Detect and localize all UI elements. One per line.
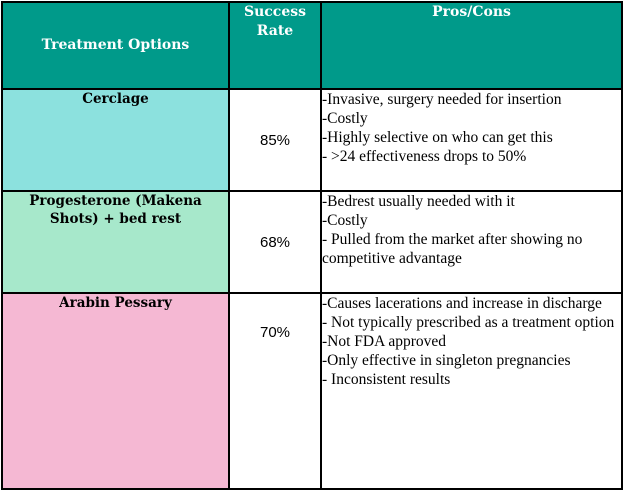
- option-cerclage: Cerclage: [1, 88, 230, 192]
- option-progesterone: Progesterone (Makena Shots) + bed rest: [1, 190, 230, 294]
- header-success-rate: Success Rate: [228, 1, 322, 90]
- pros-cons-item: -Invasive, surgery needed for insertion: [322, 91, 562, 108]
- success-rate-cell: 85%: [228, 88, 322, 192]
- pros-cons-item: - Not typically prescribed as a treatmen…: [322, 314, 615, 331]
- pros-cons-item: -Causes lacerations and increase in disc…: [322, 295, 602, 312]
- pros-cons-cell: -Bedrest usually needed with it -Costly …: [320, 190, 623, 294]
- header-row: Treatment Options Success Rate Pros/Cons: [1, 1, 623, 90]
- table-row: Cerclage 85% -Invasive, surgery needed f…: [1, 88, 623, 192]
- success-rate-cell: 68%: [228, 190, 322, 294]
- table-row: Progesterone (Makena Shots) + bed rest 6…: [1, 190, 623, 294]
- option-arabin-pessary: Arabin Pessary: [1, 292, 230, 490]
- pros-cons-item: -Only effective in singleton pregnancies: [322, 352, 571, 369]
- pros-cons-item: -Bedrest usually needed with it: [322, 193, 515, 210]
- pros-cons-item: -Costly: [322, 212, 368, 229]
- header-treatment-options: Treatment Options: [1, 1, 230, 90]
- pros-cons-cell: -Causes lacerations and increase in disc…: [320, 292, 623, 490]
- header-pros-cons: Pros/Cons: [320, 1, 623, 90]
- pros-cons-item: - Pulled from the market after showing n…: [322, 231, 583, 267]
- pros-cons-item: -Highly selective on who can get this: [322, 129, 553, 146]
- table-row: Arabin Pessary 70% -Causes lacerations a…: [1, 292, 623, 490]
- pros-cons-item: -Costly: [322, 110, 368, 127]
- pros-cons-cell: -Invasive, surgery needed for insertion …: [320, 88, 623, 192]
- success-rate-cell: 70%: [228, 292, 322, 490]
- pros-cons-item: - Inconsistent results: [322, 371, 451, 388]
- pros-cons-item: - >24 effectiveness drops to 50%: [322, 148, 527, 165]
- pros-cons-item: -Not FDA approved: [322, 333, 446, 350]
